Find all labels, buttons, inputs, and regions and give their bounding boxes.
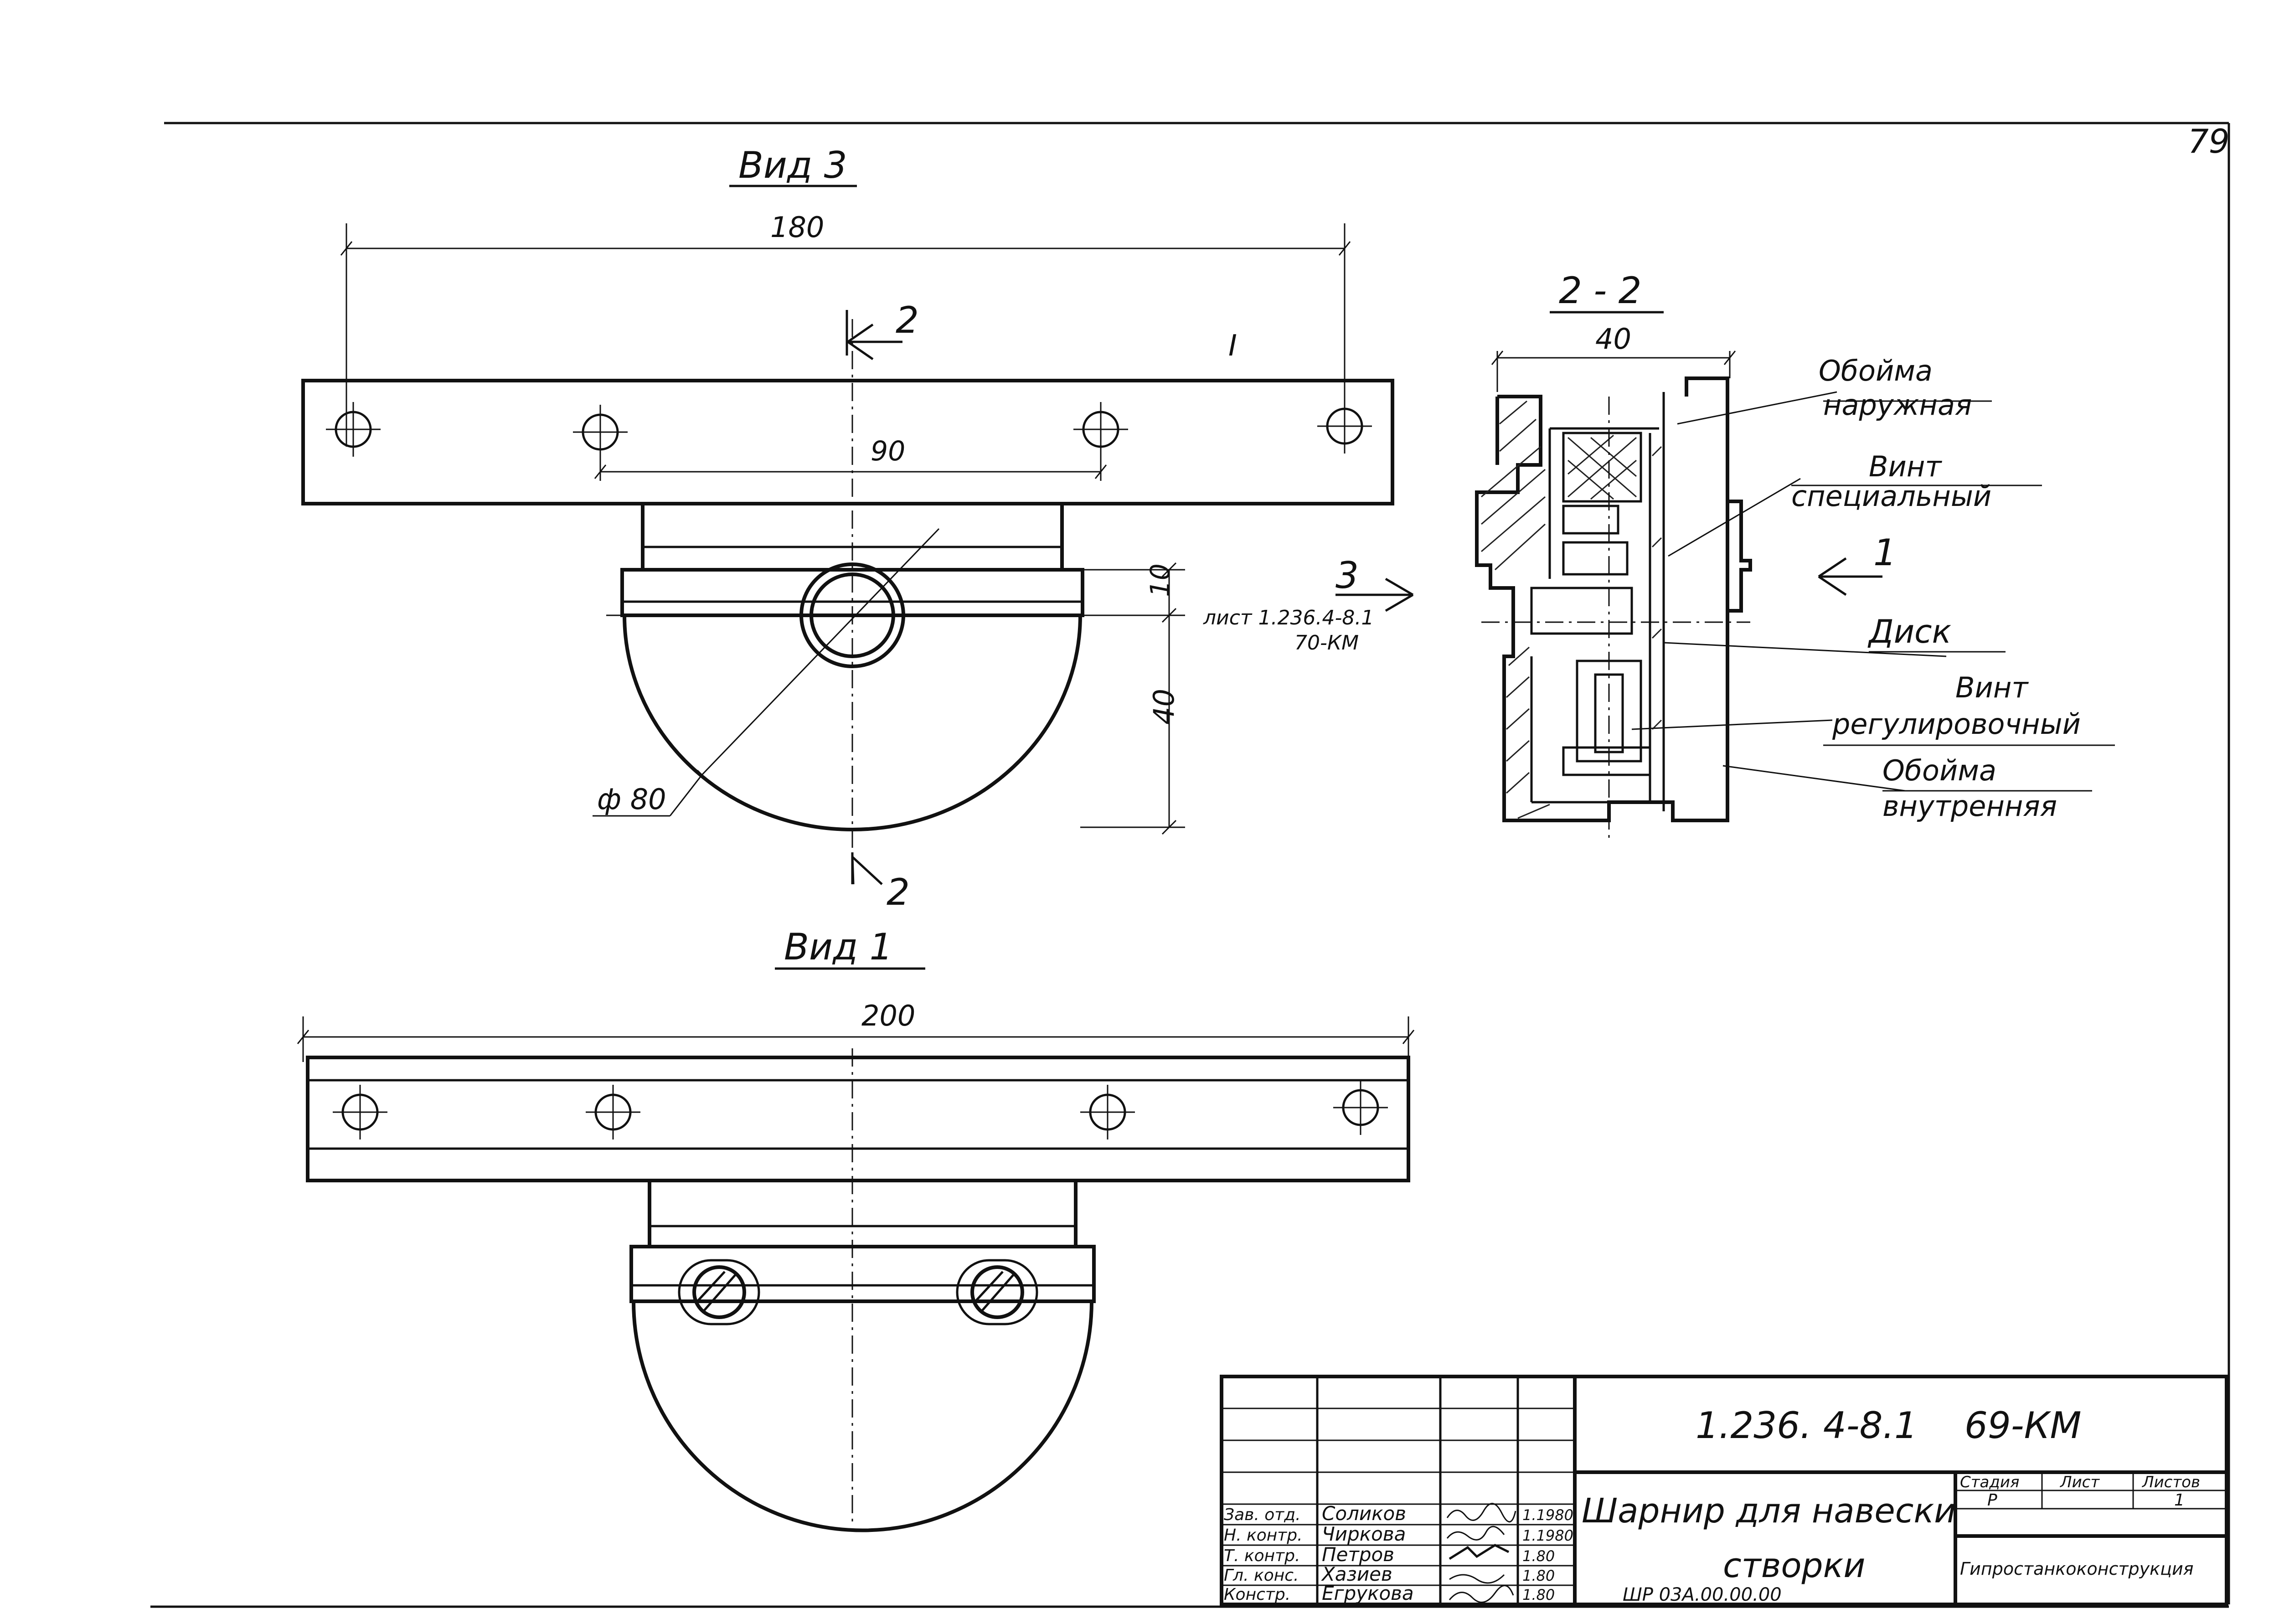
view3-section-mark-bottom: 2 bbox=[887, 871, 910, 913]
page-number: 79 bbox=[2188, 122, 2230, 160]
callout-outer-ring-2: наружная bbox=[1823, 388, 1972, 422]
view3-ref-number: 3 bbox=[1335, 554, 1359, 597]
title-sheet-header: Лист bbox=[2059, 1473, 2100, 1491]
title-names: Соликов Чиркова Петров Хазиев Егрукова bbox=[1321, 1502, 1414, 1604]
sheet-frame bbox=[150, 122, 2230, 1608]
view1-holes bbox=[333, 1080, 1388, 1139]
title-name-0: Соликов bbox=[1322, 1502, 1406, 1525]
title-role-4: Констр. bbox=[1224, 1585, 1290, 1604]
title-name-4: Егрукова bbox=[1322, 1582, 1414, 1604]
callout-outer-ring-1: Обойма bbox=[1819, 354, 1933, 387]
callout-screw-adjust-1: Винт bbox=[1955, 671, 2029, 704]
callout-screw-adjust-2: регулировочный bbox=[1832, 707, 2081, 741]
view3-section-mark-top: 2 bbox=[896, 299, 919, 341]
view3-dim-180: 180 bbox=[770, 211, 824, 244]
title-roles: Зав. отд. Н. контр. Т. контр. Гл. конс. … bbox=[1224, 1505, 1303, 1604]
view3-holes bbox=[326, 399, 1372, 459]
callout-inner-ring-2: внутренняя bbox=[1882, 789, 2057, 823]
callout-inner-ring-1: Обойма bbox=[1882, 754, 1996, 787]
view3-dim-40: 40 bbox=[1147, 689, 1181, 725]
title-drawing-name-2: створки bbox=[1723, 1546, 1865, 1585]
title-role-1: Н. контр. bbox=[1224, 1526, 1303, 1545]
view3: Вид 3 180 I bbox=[301, 144, 1414, 913]
title-name-1: Чиркова bbox=[1322, 1523, 1406, 1545]
title-organization: Гипростанкоконструкция bbox=[1960, 1559, 2194, 1579]
title-sheets-value: 1 bbox=[2174, 1491, 2185, 1510]
title-drawing-number: ШР 03А.00.00.00 bbox=[1623, 1584, 1782, 1605]
title-sheet-code: 69-КМ bbox=[1964, 1404, 2081, 1447]
view1-screws bbox=[678, 1259, 1038, 1325]
section22-title: 2 - 2 bbox=[1559, 269, 1642, 312]
section22: 2 - 2 40 bbox=[1475, 269, 2115, 843]
view3-dim-90: 90 bbox=[871, 435, 905, 467]
view3-title: Вид 3 bbox=[738, 144, 847, 186]
callout-screw-special-1: Винт bbox=[1869, 450, 1942, 483]
title-role-3: Гл. конс. bbox=[1224, 1566, 1299, 1585]
view1-title: Вид 1 bbox=[784, 926, 893, 968]
title-stage-header: Стадия bbox=[1960, 1473, 2019, 1491]
title-sheets-header: Листов bbox=[2141, 1473, 2200, 1491]
view3-dim-10: 10 bbox=[1145, 563, 1176, 597]
title-dates: 1.1980 1.1980 1.80 1.80 1.80 bbox=[1522, 1506, 1573, 1603]
title-drawing-name-1: Шарнир для навески bbox=[1582, 1491, 1956, 1531]
signatures bbox=[1446, 1503, 1516, 1603]
view3-tick: I bbox=[1228, 329, 1237, 363]
view3-ref-doc: 70-КМ bbox=[1294, 631, 1359, 655]
view3-ref-sheet: лист 1.236.4-8.1 bbox=[1203, 606, 1374, 629]
view1-dim-200: 200 bbox=[861, 999, 915, 1032]
section22-hatching bbox=[1481, 400, 1662, 819]
title-stage-value: Р bbox=[1987, 1491, 1997, 1510]
title-block: 1.236. 4-8.1 69-КМ Зав. отд. Н. контр. Т… bbox=[1220, 1375, 2228, 1606]
view3-dim-diameter: ф 80 bbox=[597, 783, 666, 816]
title-date-1: 1.1980 bbox=[1522, 1527, 1573, 1544]
title-date-4: 1.80 bbox=[1522, 1586, 1555, 1603]
title-date-3: 1.80 bbox=[1522, 1567, 1555, 1584]
title-date-2: 1.80 bbox=[1522, 1547, 1555, 1565]
title-name-3: Хазиев bbox=[1321, 1563, 1392, 1585]
title-role-2: Т. контр. bbox=[1224, 1547, 1300, 1565]
callout-disk: Диск bbox=[1867, 613, 1951, 650]
callout-screw-special-2: специальный bbox=[1791, 479, 1991, 513]
view1: Вид 1 200 bbox=[297, 926, 1415, 1532]
title-name-2: Петров bbox=[1322, 1543, 1394, 1566]
section22-arrow-label: 1 bbox=[1873, 531, 1897, 574]
title-date-0: 1.1980 bbox=[1522, 1506, 1573, 1524]
title-doc-code: 1.236. 4-8.1 bbox=[1696, 1404, 1918, 1447]
section22-dim-40: 40 bbox=[1595, 322, 1631, 356]
title-role-0: Зав. отд. bbox=[1224, 1505, 1301, 1524]
